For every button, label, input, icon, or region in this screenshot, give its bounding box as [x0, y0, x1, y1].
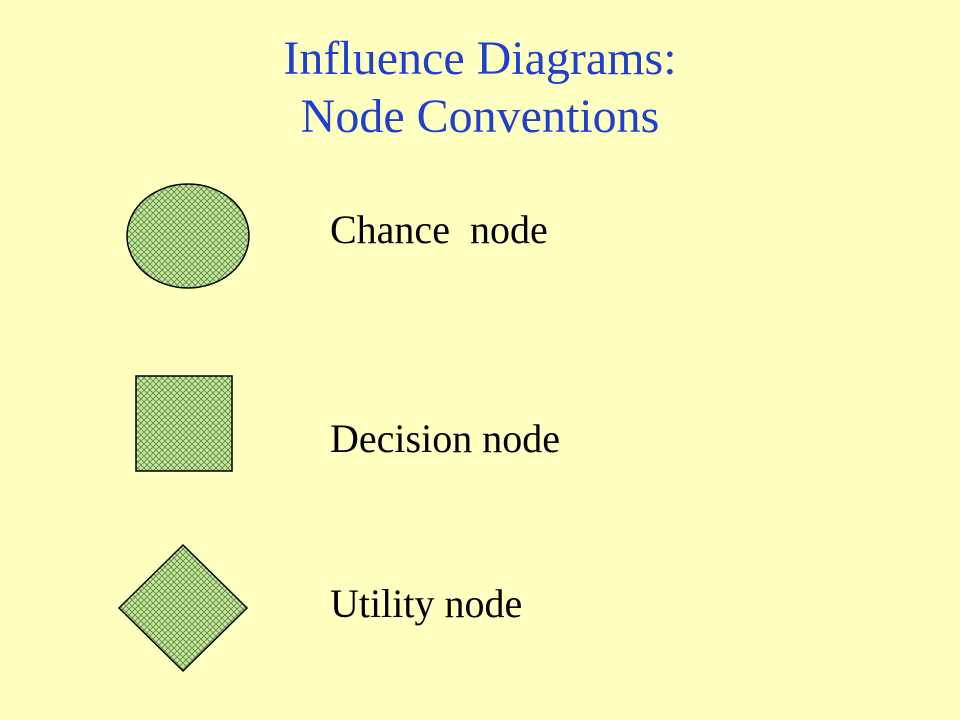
- chance-node-label: Chance node: [330, 207, 548, 252]
- chance-node-shape: [126, 183, 250, 289]
- utility-node-label: Utility node: [330, 581, 523, 626]
- utility-node-shape: [117, 543, 249, 673]
- slide-title: Influence Diagrams: Node Conventions: [0, 30, 960, 146]
- title-line-1: Influence Diagrams:: [283, 32, 677, 85]
- decision-node-label: Decision node: [330, 416, 560, 461]
- title-line-2: Node Conventions: [300, 90, 660, 143]
- decision-node-shape: [135, 375, 233, 472]
